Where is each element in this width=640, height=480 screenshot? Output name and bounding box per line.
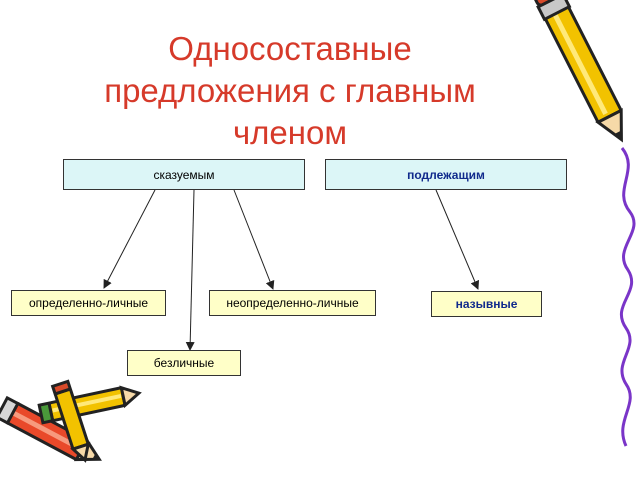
page-title: Односоставные предложения с главным член… xyxy=(40,28,540,154)
arrow-to-definite-personal xyxy=(103,189,156,289)
nominative-label: назывные xyxy=(455,297,518,311)
title-line-1: Односоставные xyxy=(168,30,412,67)
indefinite-personal-box: неопределенно-личные xyxy=(209,290,376,316)
predicate-box: сказуемым xyxy=(63,159,305,190)
predicate-label: сказуемым xyxy=(153,167,215,182)
definite-personal-label: определенно-личные xyxy=(28,296,148,310)
arrow-to-nominative xyxy=(435,189,480,290)
subject-label: подлежащим xyxy=(407,167,485,182)
subject-box: подлежащим xyxy=(325,159,567,190)
impersonal-label: безличные xyxy=(153,356,215,370)
definite-personal-box: определенно-личные xyxy=(11,290,166,316)
nominative-box: назывные xyxy=(431,291,542,317)
arrow-to-impersonal xyxy=(185,189,195,351)
title-line-3: членом xyxy=(232,114,348,151)
impersonal-box: безличные xyxy=(127,350,241,376)
title-line-2: предложения с главным xyxy=(104,72,476,109)
indefinite-personal-label: неопределенно-личные xyxy=(226,296,359,310)
arrow-to-indefinite-personal xyxy=(233,189,275,290)
